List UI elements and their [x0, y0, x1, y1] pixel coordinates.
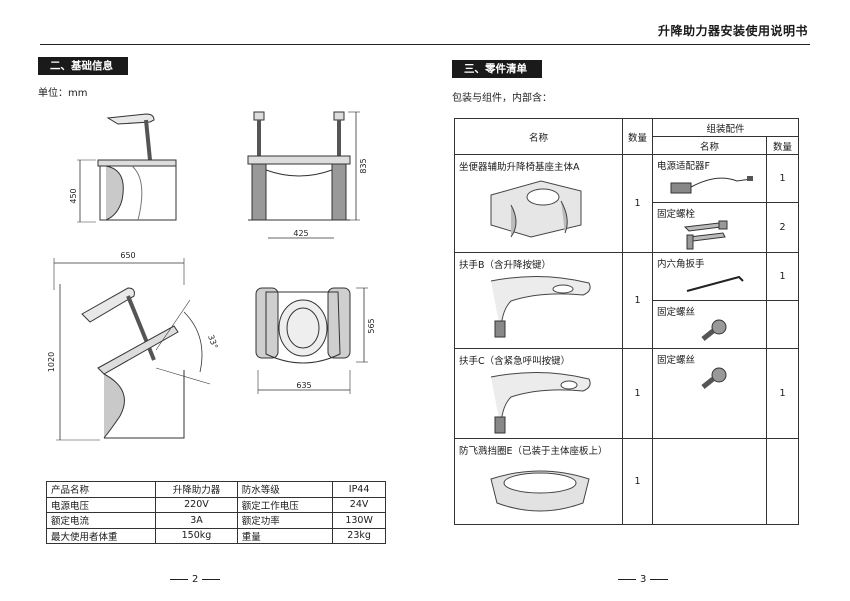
armrest-c-image: [490, 372, 591, 434]
spec-table: 产品名称 升降助力器 防水等级 IP44 电源电压 220V 额定工作电压 24…: [45, 481, 386, 544]
front-view-drawing: [247, 111, 351, 221]
spec-label: 额定功率: [236, 512, 334, 529]
part-quantity: 1: [622, 438, 653, 525]
accessory-cell: 固定螺丝: [652, 300, 767, 349]
accessory-name: 电源适配器F: [657, 161, 710, 172]
dim-height-835: 835: [359, 158, 368, 173]
table-row: 坐便器辅助升降椅基座主体A 1 电源适配器F 1: [454, 154, 800, 253]
spec-label: 防水等级: [236, 481, 334, 498]
spec-value: 130W: [332, 512, 386, 529]
part-name: 扶手C（含紧急呼叫按键）: [459, 356, 571, 367]
dim-angle-33: 33°: [206, 334, 219, 350]
table-row: 最大使用者体重 150kg 重量 23kg: [45, 527, 386, 544]
power-adapter-image: [670, 176, 753, 194]
section-parts-list-title: 三、零件清单: [452, 60, 542, 78]
col-header-name: 名称: [454, 118, 623, 155]
spec-label: 最大使用者体重: [45, 527, 157, 544]
dim-width-425: 425: [293, 229, 308, 238]
unit-label: 单位：mm: [38, 88, 88, 99]
section-basic-info-title: 二、基础信息: [38, 57, 128, 75]
accessory-quantity: 1: [765, 252, 800, 301]
part-cell-armrest-b: 扶手B（含升降按键）: [454, 252, 623, 349]
accessory-quantity: [765, 300, 800, 349]
table-row: 扶手B（含升降按键） 1 内六角扳手 1: [454, 252, 800, 349]
side-view-drawing: [97, 113, 177, 221]
fixing-screw-image: [701, 319, 727, 341]
spec-value: 3A: [155, 512, 238, 529]
spec-value: 220V: [155, 496, 238, 513]
col-header-acc-quantity: 数量: [765, 136, 800, 155]
page-number-right: 3: [614, 574, 672, 585]
dim-depth-565: 565: [367, 318, 376, 333]
col-header-accessories: 组装配件: [651, 118, 800, 137]
spec-label: 额定工作电压: [236, 496, 334, 513]
table-row: 防飞溅挡圈E（已装于主体座板上） 1: [454, 438, 800, 525]
accessory-cell: 电源适配器F: [652, 154, 767, 203]
raised-side-view-drawing: [81, 287, 185, 439]
spec-value: 150kg: [155, 527, 238, 544]
table-row: 产品名称 升降助力器 防水等级 IP44: [45, 481, 386, 498]
table-header-row: 名称 数量 组装配件: [454, 118, 800, 155]
dimension-drawings: 450 835 425 650 1020 33°: [47, 111, 376, 441]
accessory-cell: 固定螺丝: [652, 348, 767, 439]
spec-value: 24V: [332, 496, 386, 513]
parts-intro: 包装与组件，内部含：: [452, 93, 552, 104]
part-name: 坐便器辅助升降椅基座主体A: [459, 162, 580, 173]
document-title: 升降助力器安装使用说明书: [657, 24, 808, 38]
accessory-quantity: 2: [765, 202, 800, 253]
top-view-drawing: [255, 287, 351, 364]
accessory-name: 固定螺丝: [657, 355, 696, 366]
base-body-image: [490, 180, 582, 238]
accessory-cell: 固定螺栓: [652, 202, 767, 253]
armrest-b-image: [490, 276, 591, 338]
spec-label: 重量: [236, 527, 334, 544]
accessory-quantity-empty: [765, 438, 800, 525]
dim-width-650: 650: [120, 251, 135, 260]
dim-height-1020: 1020: [47, 352, 56, 372]
dim-height-450: 450: [69, 188, 78, 203]
accessory-name: 固定螺栓: [657, 209, 696, 220]
part-quantity: 1: [622, 252, 653, 349]
table-row: 额定电流 3A 额定功率 130W: [45, 512, 386, 529]
accessory-name: 固定螺丝: [657, 307, 696, 318]
splash-ring-image: [490, 470, 590, 512]
spec-label: 电源电压: [45, 496, 157, 513]
table-row: 电源电压 220V 额定工作电压 24V: [45, 496, 386, 513]
part-quantity: 1: [622, 154, 653, 253]
hex-key-image: [686, 275, 744, 292]
fixing-bolt-image: [683, 220, 728, 250]
table-row: 固定螺栓 2: [455, 202, 800, 253]
header-rule: [40, 44, 810, 45]
spec-value: IP44: [332, 481, 386, 498]
part-cell-splash-ring: 防飞溅挡圈E（已装于主体座板上）: [454, 438, 623, 525]
accessory-quantity: 1: [765, 154, 800, 203]
spec-value: 23kg: [332, 527, 386, 544]
part-cell-armrest-c: 扶手C（含紧急呼叫按键）: [454, 348, 623, 439]
spec-label: 额定电流: [45, 512, 157, 529]
spec-value: 升降助力器: [155, 481, 238, 498]
accessory-quantity: 1: [765, 348, 800, 439]
col-header-acc-name: 名称: [652, 136, 767, 155]
accessory-cell: 内六角扳手: [652, 252, 767, 301]
spec-label: 产品名称: [45, 481, 157, 498]
col-header-quantity: 数量: [622, 118, 653, 155]
page-number-left: 2: [166, 574, 224, 585]
parts-table: 名称 数量 组装配件 名称 数量 坐便器辅助升降椅基座主体A 1 电源适配器F: [454, 118, 800, 525]
part-name: 防飞溅挡圈E（已装于主体座板上）: [459, 446, 608, 457]
part-quantity: 1: [622, 348, 653, 439]
table-row: 扶手C（含紧急呼叫按键） 1 固定螺丝 1: [454, 348, 800, 439]
part-name: 扶手B（含升降按键）: [459, 260, 552, 271]
accessory-name: 内六角扳手: [657, 259, 705, 270]
accessory-cell-empty: [652, 438, 767, 525]
fixing-screw-image: [701, 367, 727, 389]
part-cell-base: 坐便器辅助升降椅基座主体A: [454, 154, 623, 253]
dim-width-635: 635: [296, 381, 311, 390]
